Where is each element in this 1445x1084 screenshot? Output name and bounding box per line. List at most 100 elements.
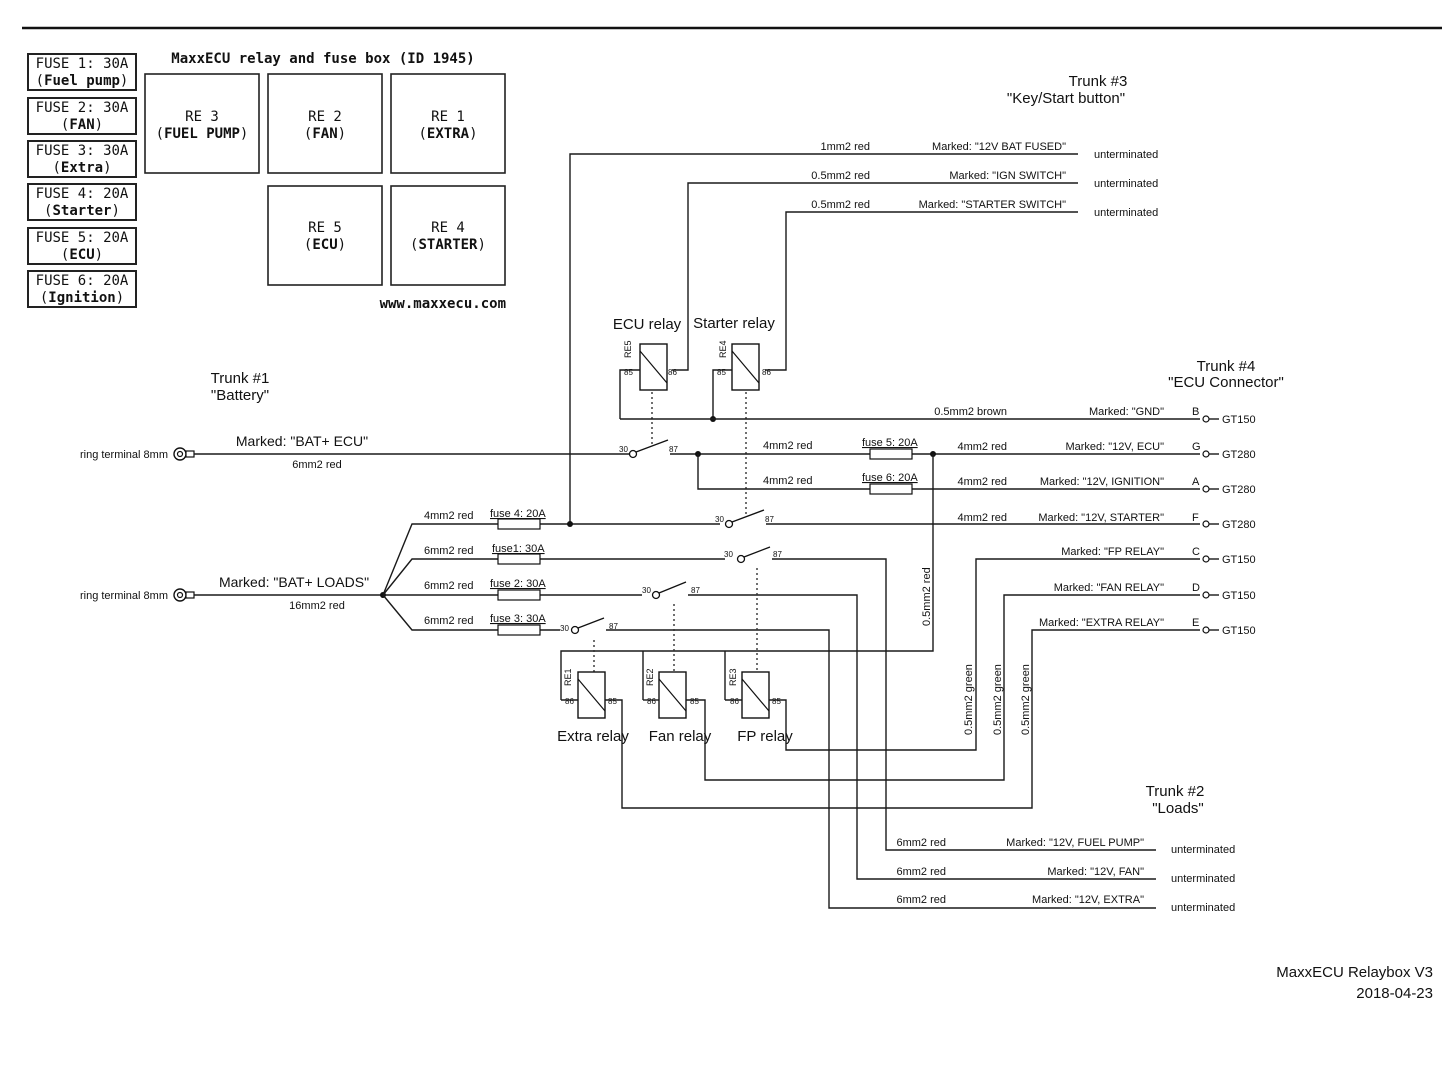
svg-text:GT280: GT280	[1222, 449, 1256, 461]
svg-text:6mm2 red: 6mm2 red	[424, 615, 474, 627]
svg-text:Marked: "STARTER SWITCH": Marked: "STARTER SWITCH"	[919, 199, 1066, 211]
wire-fuse1-branch	[382, 558, 725, 596]
svg-text:85: 85	[608, 697, 617, 706]
connector-pin-icon	[1202, 520, 1210, 528]
svg-text:RE 3: RE 3	[185, 109, 219, 125]
fuse-line2: (Starter)	[44, 203, 120, 219]
connector-pin-icon	[1202, 415, 1210, 423]
relay-contact	[724, 519, 734, 529]
svg-text:(FAN): (FAN)	[304, 126, 346, 142]
svg-text:fuse1: 30A: fuse1: 30A	[492, 543, 545, 555]
starter-relay-label: Starter relay	[693, 315, 775, 332]
fuse-item: FUSE 3: 30A (Extra)	[27, 140, 137, 178]
website-link[interactable]: www.maxxecu.com	[380, 296, 506, 312]
wire-fuse4-branch	[382, 523, 720, 596]
wire-12v-fuel-pump	[772, 558, 1156, 851]
svg-text:RE3: RE3	[728, 668, 738, 686]
svg-text:fuse 6: 20A: fuse 6: 20A	[862, 472, 918, 484]
svg-text:fuse 4: 20A: fuse 4: 20A	[490, 508, 546, 520]
fuse-4	[497, 518, 541, 530]
svg-text:0.5mm2 green: 0.5mm2 green	[1020, 664, 1032, 735]
svg-text:6mm2 red: 6mm2 red	[424, 580, 474, 592]
wire-12v-fan	[688, 594, 1156, 880]
svg-text:Marked: "EXTRA RELAY": Marked: "EXTRA RELAY"	[1039, 617, 1164, 629]
fan-relay-coil: RE2 86 85	[645, 668, 699, 719]
wire-ign-switch	[672, 182, 1078, 371]
fuse-line1: FUSE 4: 20A	[36, 186, 129, 202]
trunk4-title: Trunk #4	[1197, 358, 1256, 375]
svg-text:30: 30	[560, 624, 569, 633]
relay-box: RE 3 (FUEL PUMP) RE 2 (FAN) RE 1 (EXTRA)…	[144, 73, 506, 286]
svg-text:0.5mm2 green: 0.5mm2 green	[963, 664, 975, 735]
svg-text:(FUEL PUMP): (FUEL PUMP)	[156, 126, 249, 142]
fp-relay-coil: RE3 86 85	[728, 668, 781, 719]
footer-name: MaxxECU Relaybox V3	[1276, 964, 1433, 981]
svg-text:GT280: GT280	[1222, 519, 1256, 531]
svg-text:85: 85	[717, 368, 726, 377]
box-relay: RE 3 (FUEL PUMP)	[144, 73, 260, 174]
connector-pin-icon	[1202, 591, 1210, 599]
svg-text:Marked: "GND": Marked: "GND"	[1089, 406, 1164, 418]
wire-starter-switch	[765, 211, 1078, 371]
svg-text:G: G	[1192, 441, 1201, 453]
extra-relay-label: Extra relay	[557, 728, 629, 745]
connector-pin-icon	[1202, 626, 1210, 634]
relay-contact	[628, 449, 638, 459]
svg-text:6mm2 red: 6mm2 red	[424, 545, 474, 557]
svg-text:GT150: GT150	[1222, 554, 1256, 566]
ecu-relay-label: ECU relay	[613, 316, 682, 333]
svg-text:GT150: GT150	[1222, 625, 1256, 637]
svg-text:86: 86	[730, 697, 739, 706]
svg-text:unterminated: unterminated	[1171, 902, 1235, 914]
svg-text:unterminated: unterminated	[1094, 207, 1158, 219]
svg-text:6mm2 red: 6mm2 red	[896, 866, 946, 878]
svg-text:GT280: GT280	[1222, 484, 1256, 496]
svg-text:B: B	[1192, 406, 1199, 418]
svg-text:87: 87	[773, 550, 782, 559]
svg-text:(ECU): (ECU)	[304, 237, 346, 253]
fuse-item: FUSE 1: 30A (Fuel pump)	[27, 53, 137, 91]
svg-text:(EXTRA): (EXTRA)	[418, 126, 477, 142]
wire-12v-ignition	[697, 454, 1200, 490]
fuse-3	[497, 624, 541, 636]
ecu-relay-coil: RE5 85 86	[623, 340, 677, 391]
svg-text:F: F	[1192, 512, 1199, 524]
svg-text:RE1: RE1	[563, 668, 573, 686]
svg-text:30: 30	[724, 550, 733, 559]
box-title: MaxxECU relay and fuse box (ID 1945)	[171, 51, 474, 67]
wire-fp-relay-ctrl	[769, 558, 1200, 751]
svg-text:Marked: "IGN SWITCH": Marked: "IGN SWITCH"	[949, 170, 1066, 182]
svg-text:6mm2 red: 6mm2 red	[896, 837, 946, 849]
svg-text:Marked: "12V, IGNITION": Marked: "12V, IGNITION"	[1040, 476, 1164, 488]
fuse-5	[869, 448, 913, 460]
trunk2-title: Trunk #2	[1146, 783, 1205, 800]
svg-text:RE2: RE2	[645, 668, 655, 686]
svg-text:86: 86	[762, 368, 771, 377]
svg-text:Marked: "BAT+ ECU": Marked: "BAT+ ECU"	[236, 433, 368, 449]
fuse-list: FUSE 1: 30A (Fuel pump) FUSE 2: 30A (FAN…	[27, 53, 137, 308]
svg-text:1mm2 red: 1mm2 red	[820, 141, 870, 153]
svg-text:A: A	[1192, 476, 1200, 488]
svg-text:Marked: "12V, STARTER": Marked: "12V, STARTER"	[1038, 512, 1164, 524]
fuse-line2: (ECU)	[61, 247, 103, 263]
svg-text:D: D	[1192, 582, 1200, 594]
svg-text:ring terminal 8mm: ring terminal 8mm	[80, 449, 168, 461]
fuse-item: FUSE 2: 30A (FAN)	[27, 97, 137, 135]
connector-pin-icon	[1202, 485, 1210, 493]
svg-text:unterminated: unterminated	[1171, 873, 1235, 885]
svg-text:0.5mm2 red: 0.5mm2 red	[811, 199, 870, 211]
svg-text:fuse 5: 20A: fuse 5: 20A	[862, 437, 918, 449]
wire-12v-bat-fused	[569, 153, 1078, 524]
connector-pin-icon	[1202, 555, 1210, 563]
svg-text:0.5mm2 red: 0.5mm2 red	[921, 567, 933, 626]
fuse-line2: (Extra)	[52, 160, 111, 176]
starter-relay-coil: RE4 85 86	[717, 340, 771, 391]
svg-text:30: 30	[642, 586, 651, 595]
svg-text:86: 86	[565, 697, 574, 706]
svg-text:0.5mm2 red: 0.5mm2 red	[811, 170, 870, 182]
trunk3-title: Trunk #3	[1069, 73, 1128, 90]
trunk2-subtitle: "Loads"	[1152, 800, 1204, 817]
fuse-line1: FUSE 5: 20A	[36, 230, 129, 246]
trunk4-subtitle: "ECU Connector"	[1168, 374, 1284, 391]
svg-text:unterminated: unterminated	[1094, 178, 1158, 190]
